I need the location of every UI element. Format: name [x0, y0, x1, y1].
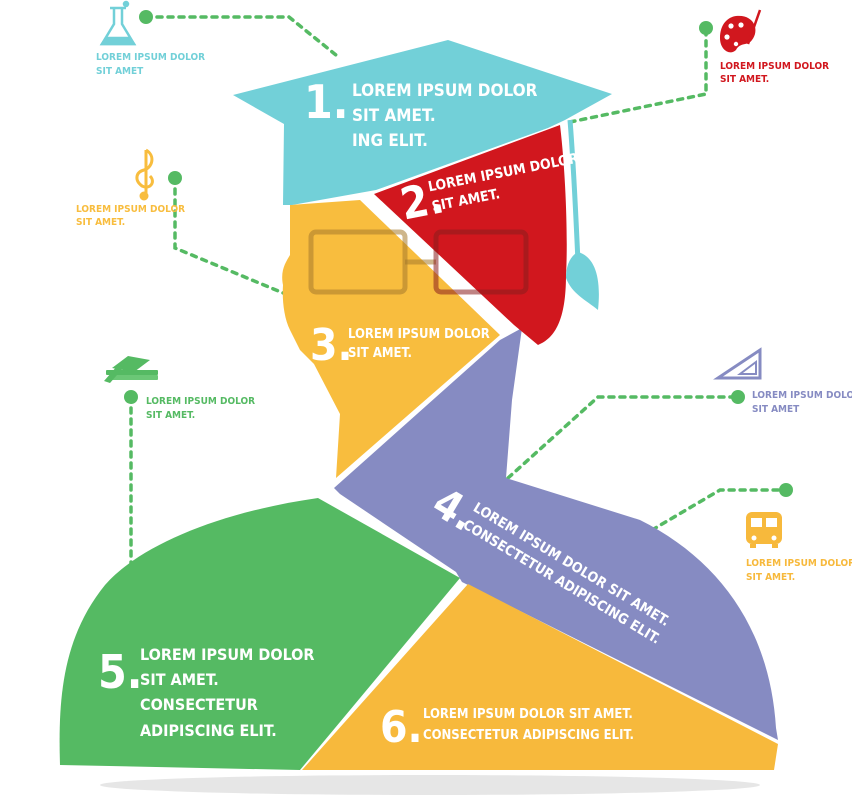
callout-5-line-2: SIT AMET — [752, 404, 800, 415]
segment-3-shape — [282, 200, 500, 478]
callout-2-line-1: LOREM IPSUM DOLOR — [720, 61, 829, 72]
callout-4-line-1: LOREM IPSUM DOLOR — [146, 396, 255, 407]
connector-dot-6 — [779, 483, 793, 497]
callout-2-line-2: SIT AMET. — [720, 74, 769, 85]
segment-3-line-2: SIT AMET. — [348, 346, 412, 361]
callout-3-line-2: SIT AMET. — [76, 217, 125, 228]
segment-4-shape — [334, 328, 778, 740]
connector-dot-4 — [124, 390, 138, 404]
segment-6-number: 6. — [380, 702, 423, 753]
callout-3-line-1: LOREM IPSUM DOLOR — [76, 204, 185, 215]
palette-icon — [720, 9, 762, 53]
segment-1-shape — [233, 40, 612, 205]
music-note-icon — [135, 148, 154, 201]
segment-1-line-3: ING ELIT. — [352, 131, 428, 151]
flask-icon — [99, 0, 137, 46]
ruler-triangle-icon — [713, 347, 762, 380]
segment-6-shape — [302, 584, 778, 770]
segment-2-number: 2. — [396, 172, 448, 230]
segment-1-line-1: LOREM IPSUM DOLOR — [352, 81, 538, 101]
connector-dot-2 — [699, 21, 713, 35]
connector-line-2 — [568, 26, 708, 124]
connector-dot-1 — [139, 10, 153, 24]
segment-5-number: 5. — [98, 645, 143, 699]
tassel-cord — [567, 119, 581, 263]
school-bus-icon — [746, 512, 782, 548]
segment-5-line-4: ADIPISCING ELIT. — [140, 721, 277, 740]
segment-5-line-1: LOREM IPSUM DOLOR — [140, 645, 315, 664]
callout-1-line-2: SIT AMET — [96, 66, 144, 77]
segment-3-line-1: LOREM IPSUM DOLOR — [348, 327, 490, 342]
callout-6-line-1: LOREM IPSUM DOLOR — [746, 558, 852, 569]
tassel — [566, 252, 599, 310]
connector-line-5 — [506, 395, 740, 480]
connector-dot-3 — [168, 171, 182, 185]
connector-line-1 — [144, 15, 338, 57]
segment-5-line-2: SIT AMET. — [140, 670, 219, 689]
segment-3-number: 3. — [310, 320, 353, 371]
callout-6-line-2: SIT AMET. — [746, 572, 795, 583]
callout-1-line-1: LOREM IPSUM DOLOR — [96, 52, 205, 63]
connector-line-3 — [173, 176, 302, 302]
books-icon — [104, 356, 158, 383]
segment-5-shape — [59, 498, 461, 770]
segment-1-number: 1. — [304, 75, 349, 129]
glasses — [308, 229, 529, 295]
segment-6-line-2: CONSECTETUR ADIPISCING ELIT. — [423, 728, 634, 743]
callout-5-line-1: LOREM IPSUM DOLOR — [752, 390, 852, 401]
segment-6-line-1: LOREM IPSUM DOLOR SIT AMET. — [423, 707, 633, 722]
segment-1-line-2: SIT AMET. — [352, 106, 436, 126]
ground-shadow — [100, 775, 760, 795]
connector-line-6 — [650, 488, 788, 532]
connector-dot-5 — [731, 390, 745, 404]
callout-4-line-2: SIT AMET. — [146, 410, 195, 421]
segment-5-line-3: CONSECTETUR — [140, 695, 258, 714]
